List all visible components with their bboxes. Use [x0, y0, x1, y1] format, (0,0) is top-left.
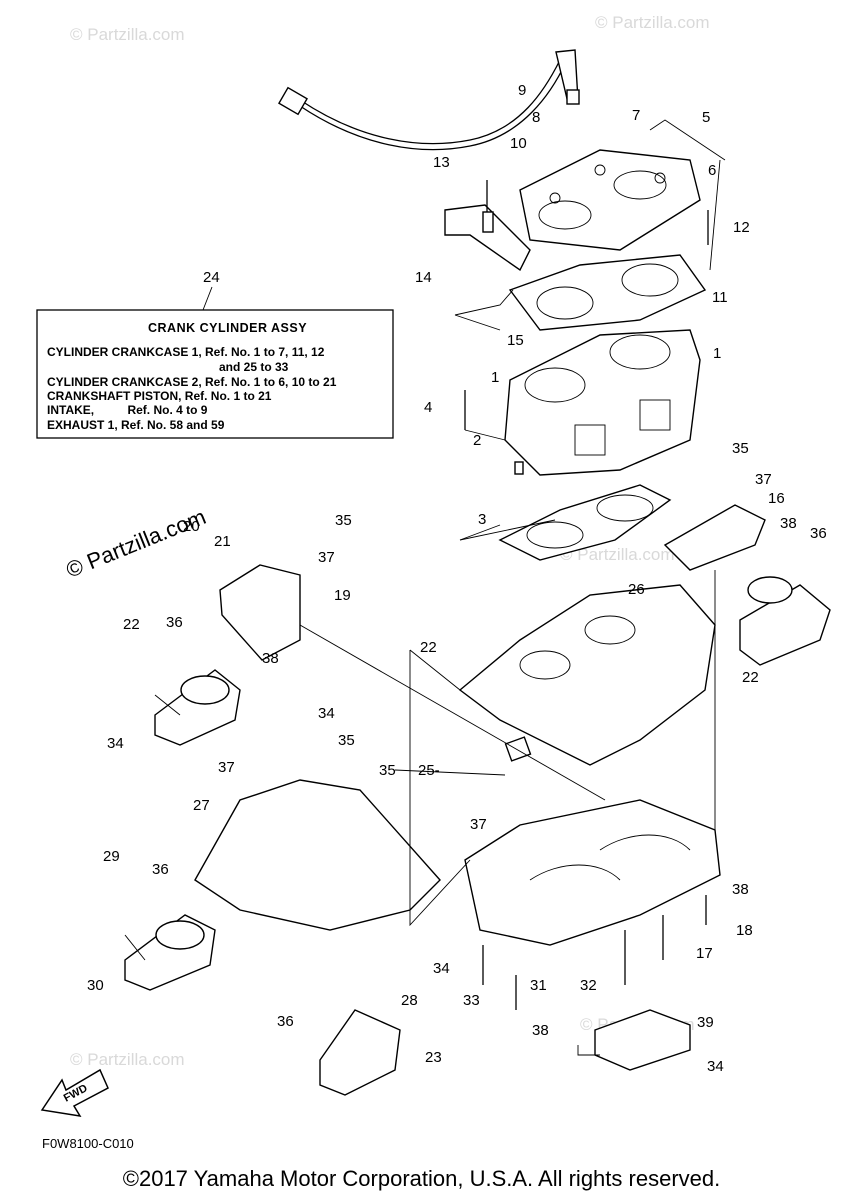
box-line: EXHAUST 1, Ref. No. 58 and 59: [47, 418, 225, 432]
callout-label: 38: [780, 515, 797, 532]
callout-label: 1: [713, 345, 721, 362]
callout-label: 23: [425, 1049, 442, 1066]
box-line: CYLINDER CRANKCASE 2, Ref. No. 1 to 6, 1…: [47, 375, 337, 389]
callout-label: 26: [628, 581, 645, 598]
callout-label: 37: [218, 759, 235, 776]
intake-plate: [663, 504, 766, 571]
callout-label: 29: [103, 848, 120, 865]
box-ref-label: 24: [203, 269, 220, 286]
callout-label: 21: [214, 533, 231, 550]
callout-label: 11: [712, 289, 728, 306]
callout-label: 35: [379, 762, 396, 779]
upper-crankcase: [458, 584, 716, 766]
callout-label: 34: [707, 1058, 724, 1075]
bracket: [444, 204, 531, 272]
hose-part: [278, 49, 580, 151]
callout-label: 6: [708, 162, 716, 179]
callout-label: 36: [810, 525, 827, 542]
callout-label: 13: [433, 154, 450, 171]
callout-label: 28: [401, 992, 418, 1009]
copyright-notice: ©2017 Yamaha Motor Corporation, U.S.A. A…: [122, 1166, 721, 1191]
callout-label: 19: [334, 587, 351, 604]
callout-label: 38: [732, 881, 749, 898]
cylinder-block: [504, 329, 701, 476]
head-gasket: [508, 254, 707, 331]
callout-label: 22: [742, 669, 759, 686]
callout-label: 34: [107, 735, 124, 752]
callout-label: 8: [532, 109, 540, 126]
callout-label: 10: [510, 135, 527, 152]
callout-label: 27: [193, 797, 210, 814]
callout-label: 37: [318, 549, 335, 566]
callout-label: 32: [580, 977, 597, 994]
watermark: © Partzilla.com: [560, 545, 675, 564]
drawing-code: F0W8100-C010: [42, 1136, 134, 1151]
callout-label: 5: [702, 109, 710, 126]
watermark: © Partzilla.com: [70, 25, 185, 44]
callout-label: 31: [530, 977, 547, 994]
callout-label: 4: [424, 399, 432, 416]
callout-label: 16: [768, 490, 785, 507]
box-line: and 25 to 33: [219, 360, 289, 374]
callout-label: 3: [478, 511, 486, 528]
callout-label: 2: [473, 432, 481, 449]
callout-label: 33: [463, 992, 480, 1009]
callout-label: 39: [697, 1014, 714, 1031]
box-line: INTAKE, Ref. No. 4 to 9: [47, 403, 208, 417]
box-line: CRANKSHAFT PISTON, Ref. No. 1 to 21: [47, 389, 272, 403]
box-line: CYLINDER CRANKCASE 1, Ref. No. 1 to 7, 1…: [47, 345, 325, 359]
front-housing: [194, 779, 441, 931]
callout-label: 36: [152, 861, 169, 878]
watermark-main: © Partzilla.com: [63, 504, 210, 583]
callout-label: 38: [262, 650, 279, 667]
callout-label: 35: [732, 440, 749, 457]
callout-label: 35: [335, 512, 352, 529]
watermark: © Partzilla.com: [70, 1050, 185, 1069]
callout-label: 37: [470, 816, 487, 833]
dowel: [514, 461, 524, 475]
bolts: [464, 180, 709, 1010]
base-gasket: [498, 484, 672, 561]
callout-label: 12: [733, 219, 750, 236]
callout-label: 9: [518, 82, 526, 99]
callout-label: 14: [415, 269, 432, 286]
engine-mounts: [124, 576, 831, 1096]
callout-label: 15: [507, 332, 524, 349]
cylinder-head: [519, 149, 701, 251]
callout-label: 38: [532, 1022, 549, 1039]
callout-label: 20: [183, 518, 200, 535]
lower-crankcase: [464, 799, 721, 946]
box-title: CRANK CYLINDER ASSY: [148, 321, 307, 335]
fwd-arrow: FWD: [40, 1068, 109, 1117]
watermark: © Partzilla.com: [595, 13, 710, 32]
callout-labels: 9 8 7 5 10 6 13 12 14 11 15 1 1 4 2 35 3…: [87, 82, 827, 1075]
callout-label: 18: [736, 922, 753, 939]
leader-lines: [124, 119, 726, 1056]
callout-label: 34: [433, 960, 450, 977]
callout-label: 25-: [418, 762, 440, 779]
callout-label: 36: [166, 614, 183, 631]
callout-label: 22: [420, 639, 437, 656]
assy-info-box: 24 CRANK CYLINDER ASSY CYLINDER CRANKCAS…: [36, 269, 394, 439]
callout-label: 22: [123, 616, 140, 633]
callout-label: 30: [87, 977, 104, 994]
callout-label: 7: [632, 107, 640, 124]
callout-label: 1: [491, 369, 499, 386]
callout-label: 17: [696, 945, 713, 962]
callout-label: 36: [277, 1013, 294, 1030]
callout-label: 35: [338, 732, 355, 749]
left-bracket: [219, 564, 301, 661]
callout-label: 37: [755, 471, 772, 488]
callout-label: 34: [318, 705, 335, 722]
